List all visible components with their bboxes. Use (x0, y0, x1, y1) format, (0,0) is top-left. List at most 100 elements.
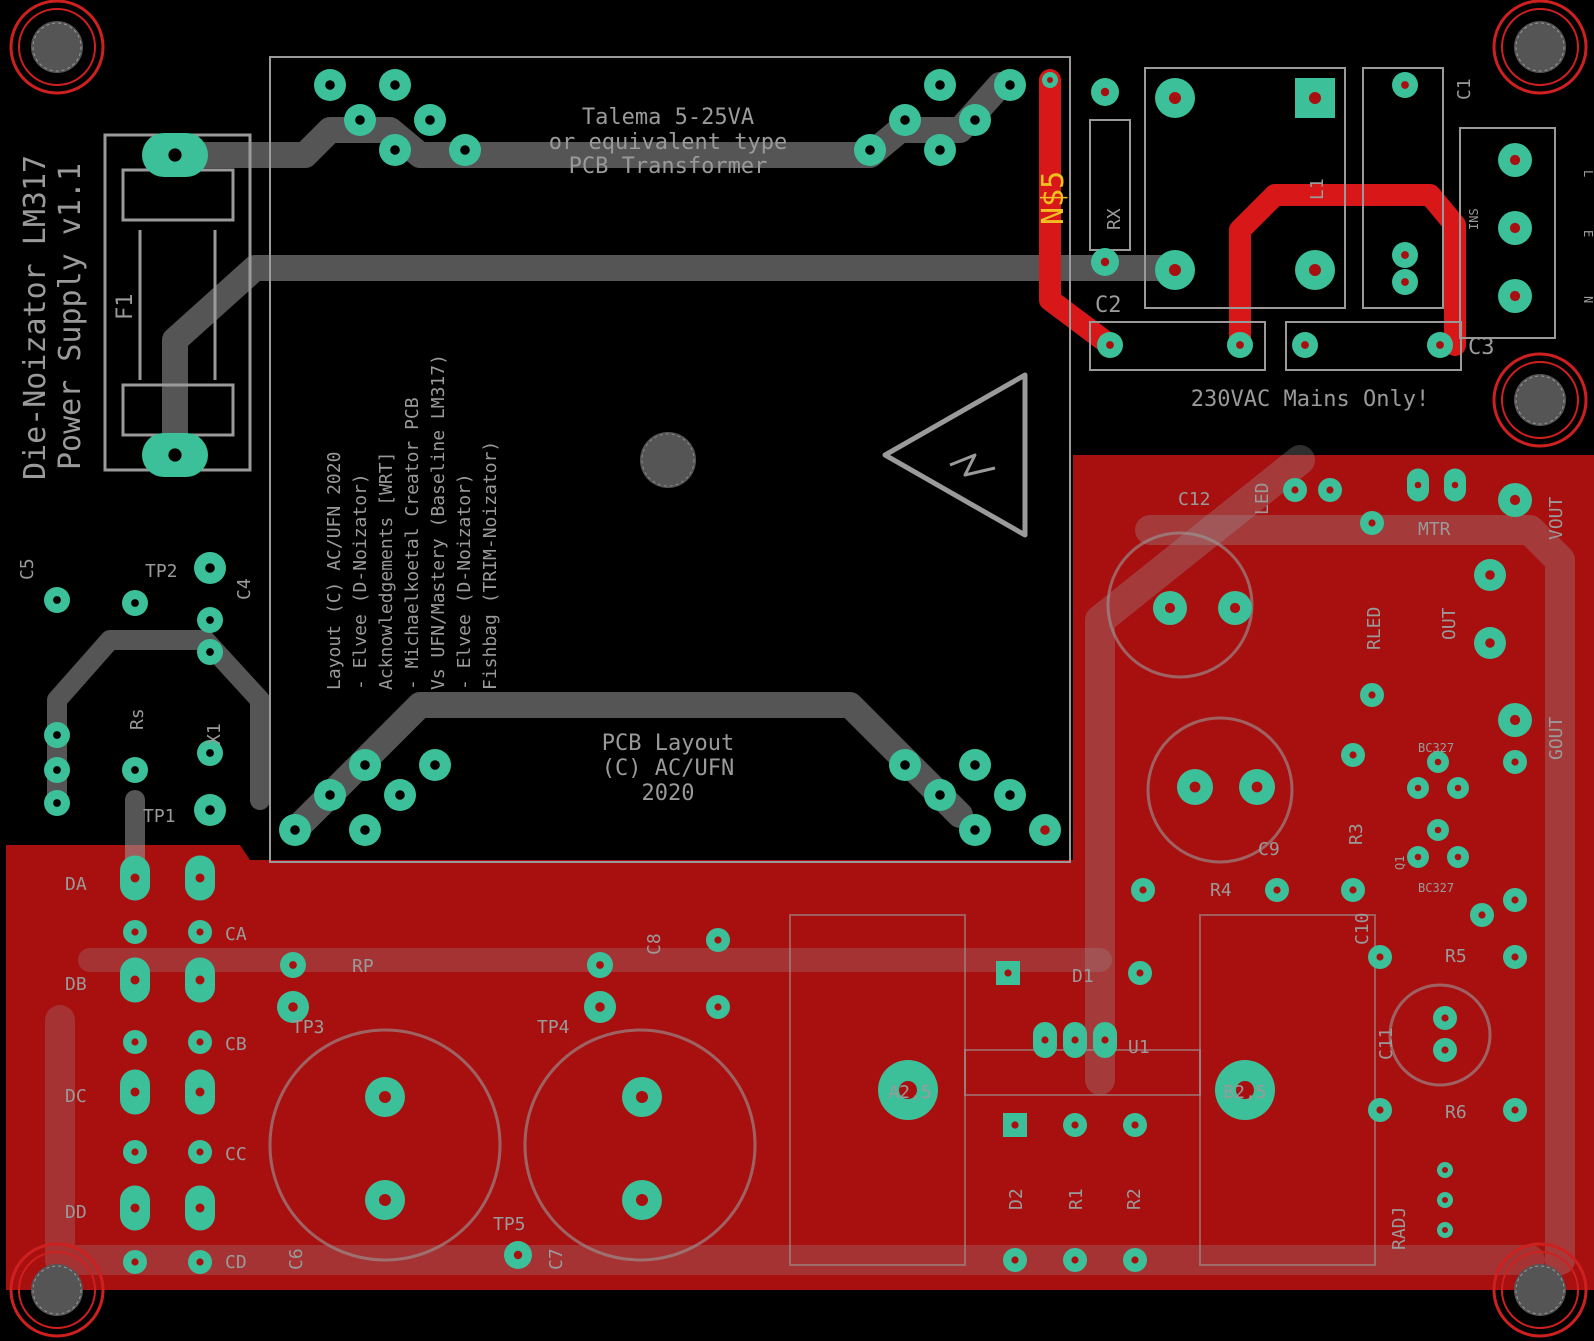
drill-hole (596, 961, 604, 969)
label-l: L (1581, 170, 1594, 177)
drill-hole (935, 790, 945, 800)
drill-hole (290, 825, 300, 835)
high-voltage-warning-icon (882, 372, 1028, 538)
drill-hole (1071, 1036, 1079, 1044)
board-title-line1: Die-Noizator LM317 (18, 155, 53, 480)
label-r5: R5 (1445, 946, 1467, 967)
drill-hole (1349, 751, 1357, 759)
label-ins: INS (1467, 208, 1481, 230)
label-c2: C2 (1095, 293, 1122, 318)
label-vout: VOUT (1546, 496, 1567, 540)
drill-hole (1005, 80, 1015, 90)
drill-hole (205, 805, 215, 815)
drill-hole (1442, 1167, 1448, 1173)
drill-hole (970, 825, 980, 835)
component-pads (44, 69, 1532, 1274)
drill-hole (595, 1002, 605, 1012)
drill-hole (325, 790, 335, 800)
label-c10: C10 (1352, 912, 1373, 945)
net-label-n5: N$5 (1036, 171, 1071, 225)
drill-hole (1434, 758, 1442, 766)
drill-hole (390, 145, 400, 155)
drill-hole (900, 760, 910, 770)
label-r3: R3 (1346, 823, 1367, 845)
label-x1: X1 (204, 723, 225, 745)
label-cb: CB (225, 1034, 247, 1055)
drill-hole (714, 936, 722, 944)
drill-hole (1349, 886, 1357, 894)
drill-hole (355, 115, 365, 125)
drill-hole (1040, 825, 1050, 835)
drill-hole (1511, 953, 1519, 961)
drill-hole (360, 825, 370, 835)
drill-hole (195, 1203, 205, 1213)
label-da: DA (65, 874, 87, 895)
drill-hole (168, 448, 182, 462)
drill-hole (1004, 969, 1012, 977)
label-gout: GOUT (1546, 716, 1567, 760)
drill-hole (900, 115, 910, 125)
drill-hole (130, 975, 140, 985)
label-cd: CD (225, 1252, 247, 1273)
drill-hole (1291, 486, 1299, 494)
drill-hole (206, 616, 214, 624)
drill-hole (379, 1194, 391, 1206)
drill-hole (1414, 784, 1422, 792)
drill-hole (935, 80, 945, 90)
drill-hole (390, 80, 400, 90)
drill-hole (1436, 341, 1444, 349)
drill-hole (425, 115, 435, 125)
credit-line: - Michaelkoetal Creator PCB (402, 397, 423, 690)
drill-hole (1139, 886, 1147, 894)
label-out: OUT (1439, 607, 1460, 640)
drill-hole (1131, 1256, 1139, 1264)
label-r1: R1 (1066, 1188, 1087, 1210)
drill-hole (1509, 494, 1521, 506)
drill-hole (196, 1258, 204, 1266)
label-rs: Rs (127, 708, 148, 730)
drill-hole (131, 928, 139, 936)
mounting-hole (1492, 1242, 1588, 1338)
electrolytic-cap-outlines (268, 531, 1492, 1262)
drill-hole (1401, 251, 1409, 259)
drill-hole (1441, 1046, 1449, 1054)
drill-hole (1509, 714, 1521, 726)
drill-hole (1511, 1106, 1519, 1114)
drill-hole (196, 928, 204, 936)
label-r4: R4 (1210, 880, 1232, 901)
drill-hole (53, 731, 61, 739)
drill-hole (636, 1194, 648, 1206)
label-b25: B2,5 (1223, 1082, 1266, 1103)
drill-hole (1169, 92, 1181, 104)
drill-hole (1509, 222, 1521, 234)
drill-hole (1169, 264, 1181, 276)
layout-credit-1: PCB Layout (602, 731, 734, 756)
drill-hole (1434, 826, 1442, 834)
label-mtr: MTR (1418, 519, 1451, 540)
drill-hole (1251, 781, 1263, 793)
credit-lines: Layout (C) AC/UFN 2020- Elvee (D-Noizato… (324, 354, 501, 690)
label-c1: C1 (1454, 78, 1475, 100)
drill-hole (395, 790, 405, 800)
transformer-label-3: PCB Transformer (569, 154, 768, 179)
label-d2: D2 (1006, 1188, 1027, 1210)
drill-hole (1451, 481, 1459, 489)
label-r6: R6 (1445, 1102, 1467, 1123)
label-q1: Q1 (1393, 856, 1407, 870)
drill-hole (206, 749, 214, 757)
drill-hole (131, 599, 139, 607)
label-c7: C7 (546, 1248, 567, 1270)
drill-hole (1236, 341, 1244, 349)
silkscreen-text: Die-Noizator LM317 Power Supply v1.1 Tal… (17, 78, 1594, 1273)
drill-hole (970, 115, 980, 125)
label-e: E (1581, 230, 1594, 237)
label-c5: C5 (17, 558, 38, 580)
label-bc327: BC327 (1418, 741, 1454, 755)
drill-hole (460, 145, 470, 155)
drill-hole (1005, 790, 1015, 800)
label-cc: CC (225, 1144, 247, 1165)
drill-hole (513, 1250, 523, 1260)
drill-hole (1326, 486, 1334, 494)
drill-hole (130, 1203, 140, 1213)
label-dd: DD (65, 1202, 87, 1223)
